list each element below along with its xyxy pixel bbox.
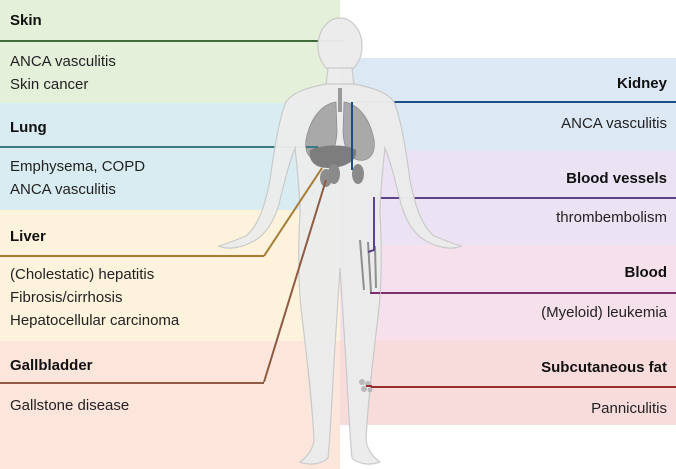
lung-title: Lung [10,119,47,136]
blood-condition-item: (Myeloid) leukemia [541,304,667,321]
liver-conditions: (Cholestatic) hepatitis Fibrosis/cirrhos… [10,263,179,332]
blood-connector-line [370,292,676,294]
lung-condition-item: ANCA vasculitis [10,181,116,198]
subcutaneous-fat-panel: Subcutaneous fat Panniculitis [340,340,676,425]
kidney-conditions: ANCA vasculitis [561,112,667,135]
gallbladder-leader [263,179,327,383]
blood-vessels-title: Blood vessels [566,170,667,187]
liver-condition-item: (Cholestatic) hepatitis [10,266,155,283]
liver-condition-item: Hepatocellular carcinoma [10,312,180,329]
subcutaneous-fat-connector-line [370,386,676,388]
skin-connector-line [0,40,345,42]
lung-panel: Lung Emphysema, COPD ANCA vasculitis [0,103,340,210]
liver-connector-line [0,255,264,257]
blood-vessels-condition-item: thrombembolism [556,209,667,226]
lung-condition-item: Emphysema, COPD [10,158,146,175]
liver-leader [263,167,323,257]
blood-vessels-connector-line [374,197,676,199]
gallbladder-title: Gallbladder [10,357,93,374]
blood-vessels-leader [367,197,375,253]
gallbladder-condition-item: Gallstone disease [10,397,130,414]
blood-vessels-conditions: thrombembolism [556,206,667,229]
liver-icon [309,145,357,168]
kidney-connector-line [352,101,676,103]
subcutaneous-fat-title: Subcutaneous fat [541,359,667,376]
skin-conditions: ANCA vasculitis Skin cancer [10,50,116,96]
subcutaneous-fat-conditions: Panniculitis [591,397,667,420]
blood-conditions: (Myeloid) leukemia [541,301,667,324]
gallbladder-connector-line [0,382,264,384]
blood-panel: Blood (Myeloid) leukemia [340,245,676,340]
skin-condition-item: ANCA vasculitis [10,53,116,70]
kidney-panel: Kidney ANCA vasculitis [340,58,676,150]
body-silhouette [217,17,463,465]
gallbladder-conditions: Gallstone disease [10,394,129,417]
liver-condition-item: Fibrosis/cirrhosis [10,289,123,306]
skin-title: Skin [10,12,42,29]
skin-condition-item: Skin cancer [10,76,89,93]
kidney-condition-item: ANCA vasculitis [561,115,667,132]
skin-panel: Skin ANCA vasculitis Skin cancer [0,0,345,103]
kidney-title: Kidney [616,75,667,92]
kidney-icon [328,164,364,184]
lung-connector-line [0,146,310,148]
blood-vessels-icon [359,239,377,293]
blood-title: Blood [624,264,668,281]
lung-conditions: Emphysema, COPD ANCA vasculitis [10,155,145,201]
subcutaneous-fat-condition-item: Panniculitis [591,400,667,417]
liver-title: Liver [10,228,46,245]
gallbladder-panel: Gallbladder Gallstone disease [0,341,340,469]
